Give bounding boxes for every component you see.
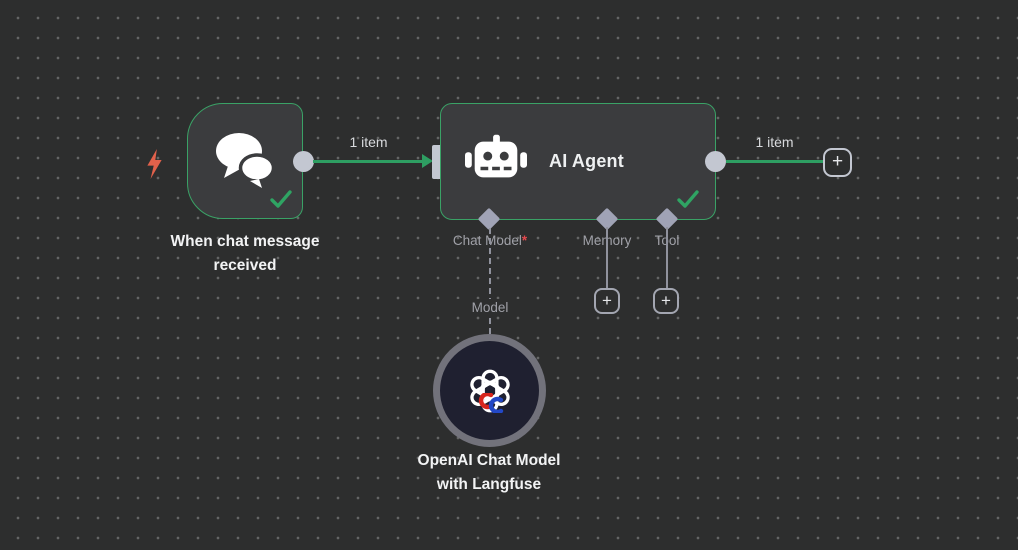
add-tool-button[interactable]: + [653, 288, 679, 314]
trigger-node-title: When chat message received [170, 233, 320, 274]
success-check-icon [676, 189, 700, 209]
connection-arrowhead-icon [422, 154, 433, 168]
agent-output-connector[interactable] [705, 151, 726, 172]
agent-input-connector[interactable] [432, 145, 442, 179]
tool-connector-line [666, 227, 668, 289]
agent-node-title: AI Agent [549, 151, 624, 171]
add-memory-button[interactable]: + [594, 288, 620, 314]
robot-icon [465, 134, 527, 189]
model-node-title: OpenAI Chat Model with Langfuse [389, 449, 589, 497]
node-openai-chat-model[interactable] [433, 334, 546, 447]
lightning-bolt-icon [145, 147, 164, 181]
trigger-output-connector[interactable] [293, 151, 314, 172]
plus-icon: + [602, 290, 612, 310]
memory-connector-line [606, 227, 608, 289]
chat-model-label: Chat Model* [452, 233, 528, 248]
connection-agent-output[interactable] [726, 160, 823, 163]
connection-items-label: 1 item [349, 134, 388, 150]
success-check-icon [269, 189, 293, 209]
model-title-line1: OpenAI Chat Model [417, 452, 561, 469]
connection-items-label: 1 item [755, 134, 794, 150]
plus-icon: + [661, 290, 671, 310]
add-next-node-button[interactable]: + [823, 148, 852, 177]
connection-trigger-to-agent[interactable] [313, 160, 424, 163]
chat-bubbles-icon [214, 130, 276, 193]
node-chat-trigger[interactable] [187, 103, 303, 219]
langfuse-badge-icon [477, 391, 508, 418]
chat-model-connection-line[interactable] [489, 228, 491, 344]
required-asterisk: * [521, 233, 528, 248]
plus-icon: + [831, 151, 844, 172]
model-connection-label: Model [450, 299, 530, 316]
model-title-line2: with Langfuse [436, 476, 542, 493]
node-ai-agent[interactable]: AI Agent [440, 103, 716, 220]
